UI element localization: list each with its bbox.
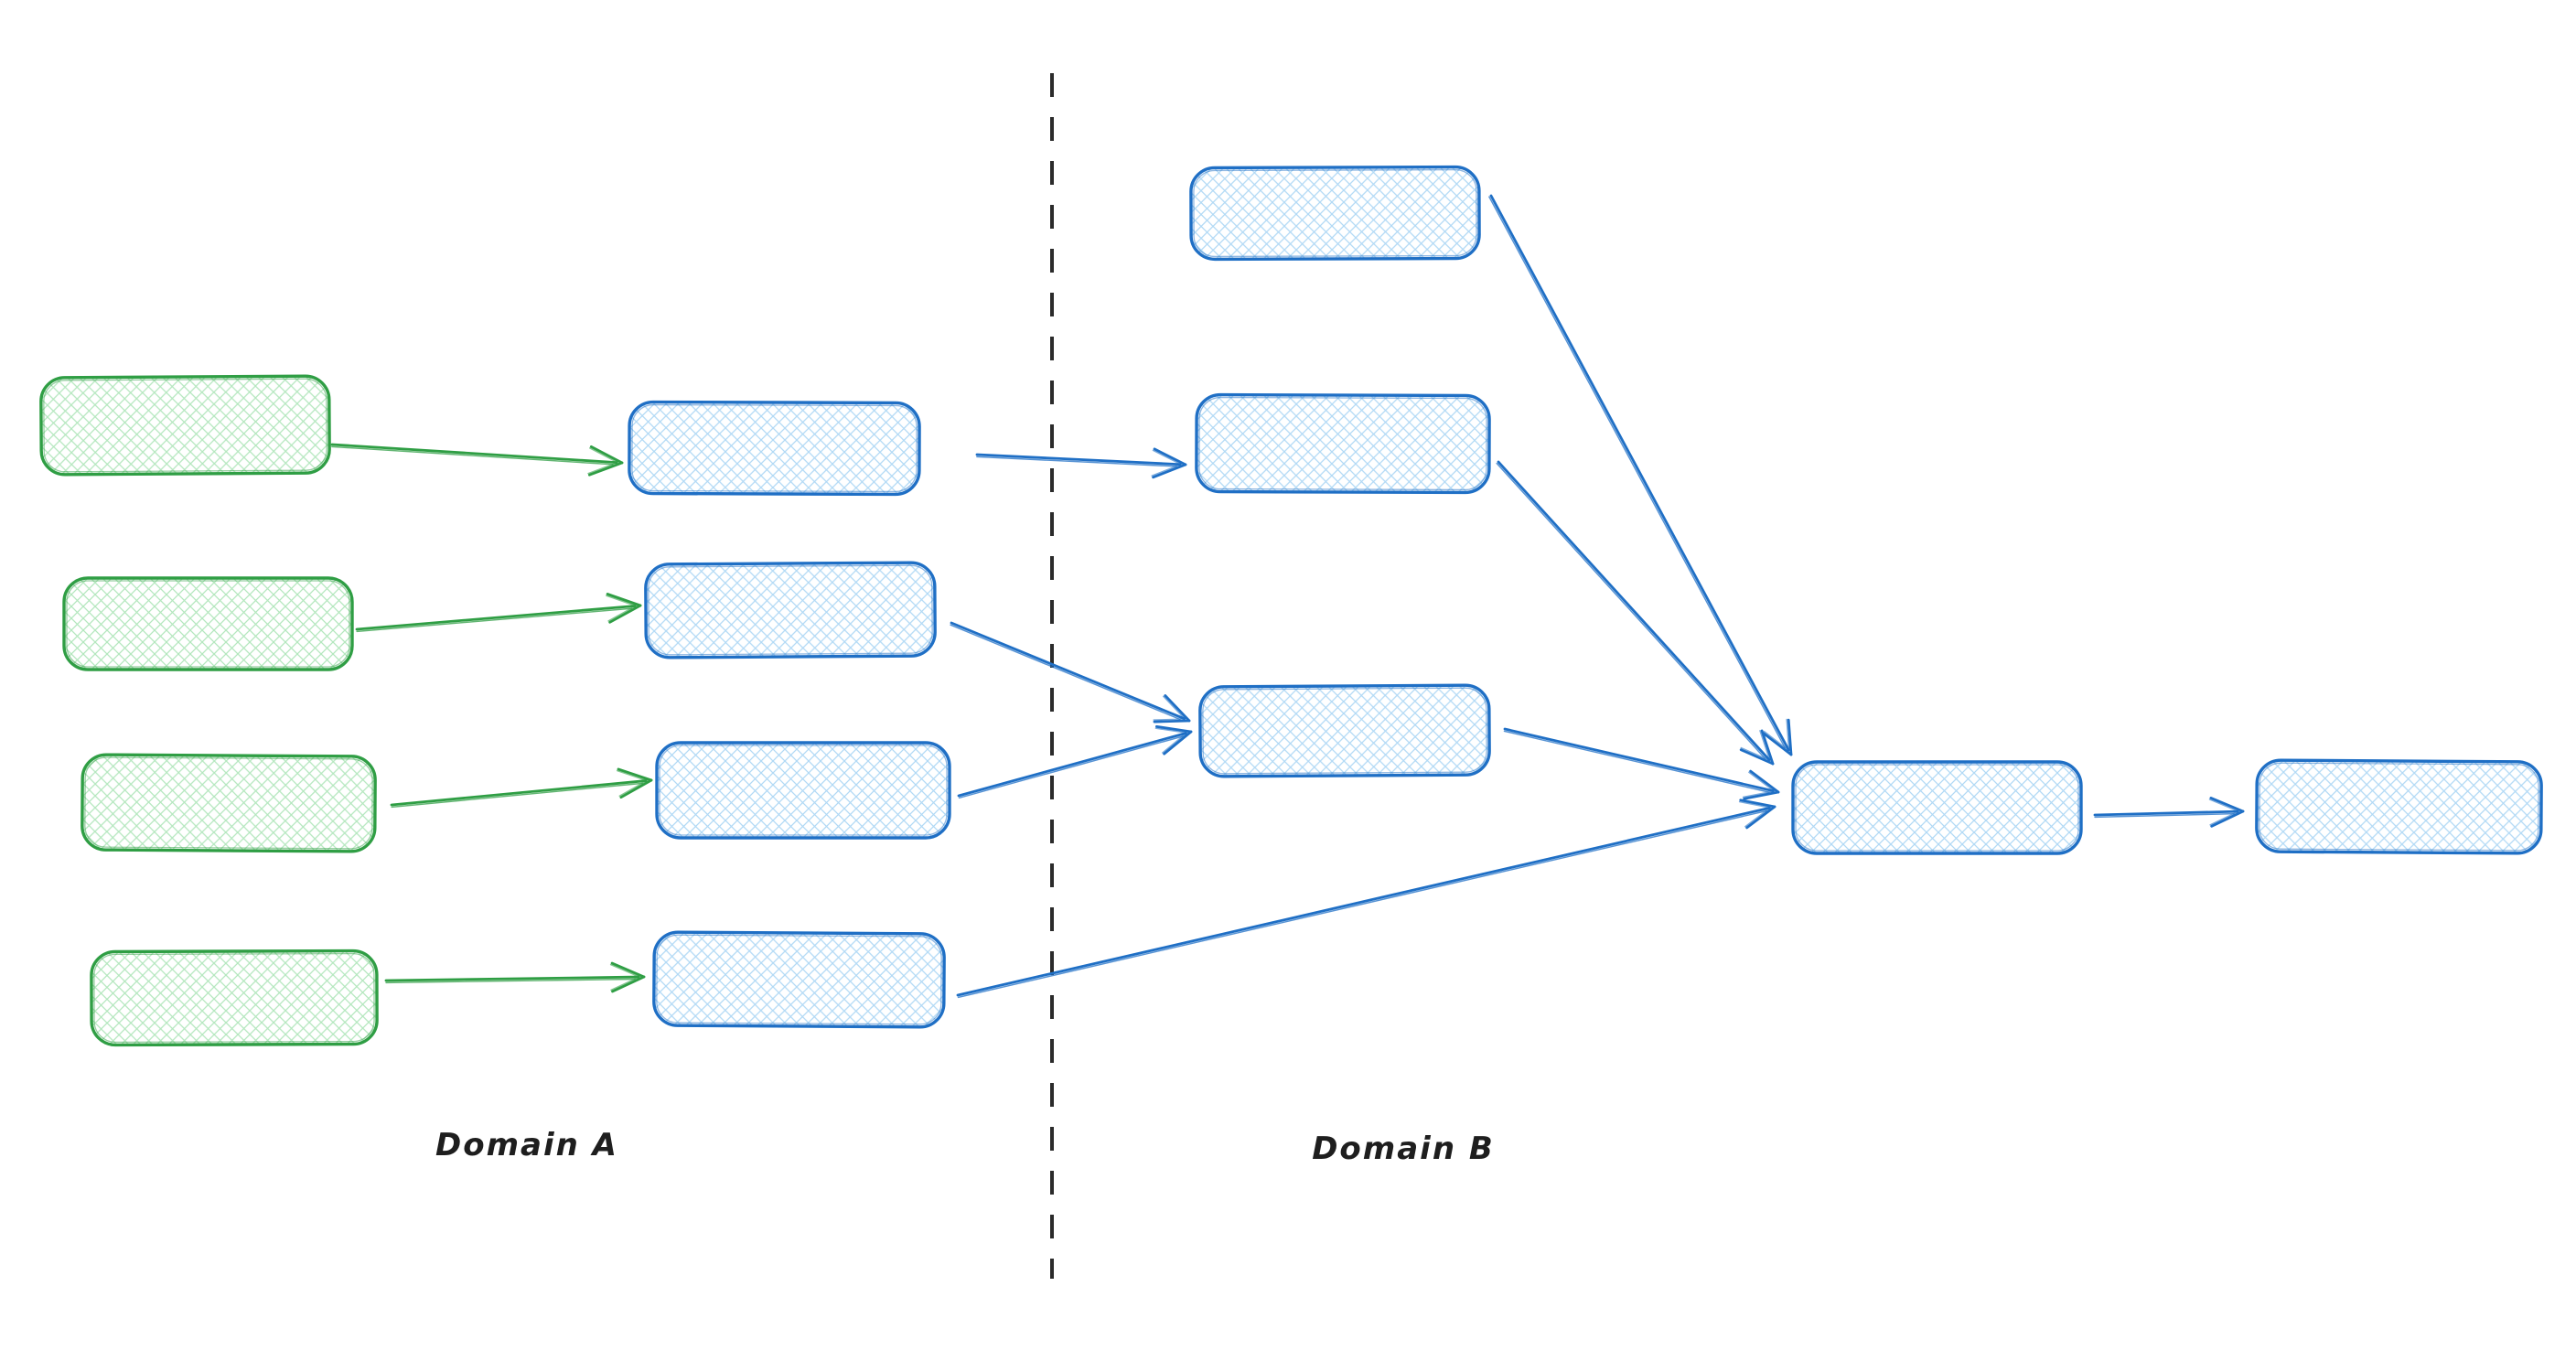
edge-hub-output[interactable] [2093, 797, 2245, 828]
edge-source2-node2[interactable] [355, 593, 642, 633]
edge-source4-node4[interactable] [384, 961, 646, 993]
domain-a-source-4-box[interactable] [90, 949, 379, 1047]
domain-b-node-1-box[interactable] [1189, 165, 1481, 262]
domain-b-label[interactable]: Domain B [1312, 1131, 1495, 1167]
edge-source1-node1[interactable] [330, 443, 624, 477]
domain-a-source-3-box[interactable] [80, 753, 377, 853]
domain-a-source-2-box[interactable] [62, 576, 354, 671]
edge-node4-hub[interactable] [956, 799, 1776, 999]
edge-bnode1-hub[interactable] [1488, 194, 1793, 756]
domain-a-node-3-box[interactable] [655, 741, 951, 840]
edge-bnode3-hub[interactable] [1503, 727, 1780, 800]
edge-node2-bnode3[interactable] [950, 621, 1191, 724]
edge-source3-node3[interactable] [390, 767, 653, 809]
edge-node3-bnode3[interactable] [957, 724, 1193, 799]
domain-b-node-3-box[interactable] [1198, 683, 1491, 778]
domain-a-label[interactable]: Domain A [435, 1127, 618, 1163]
domain-b-node-2-box[interactable] [1195, 392, 1491, 495]
domain-a-node-1-box[interactable] [628, 400, 921, 497]
domain-b-output-box[interactable] [2255, 758, 2543, 855]
domain-a-node-4-box[interactable] [652, 930, 946, 1029]
domain-a-node-2-box[interactable] [644, 561, 937, 659]
edge-bnode2-hub[interactable] [1496, 460, 1775, 766]
edge-node1-bnode2[interactable] [975, 447, 1187, 479]
domain-b-hub-box[interactable] [1791, 760, 2083, 855]
domain-a-source-1-box[interactable] [39, 374, 331, 477]
